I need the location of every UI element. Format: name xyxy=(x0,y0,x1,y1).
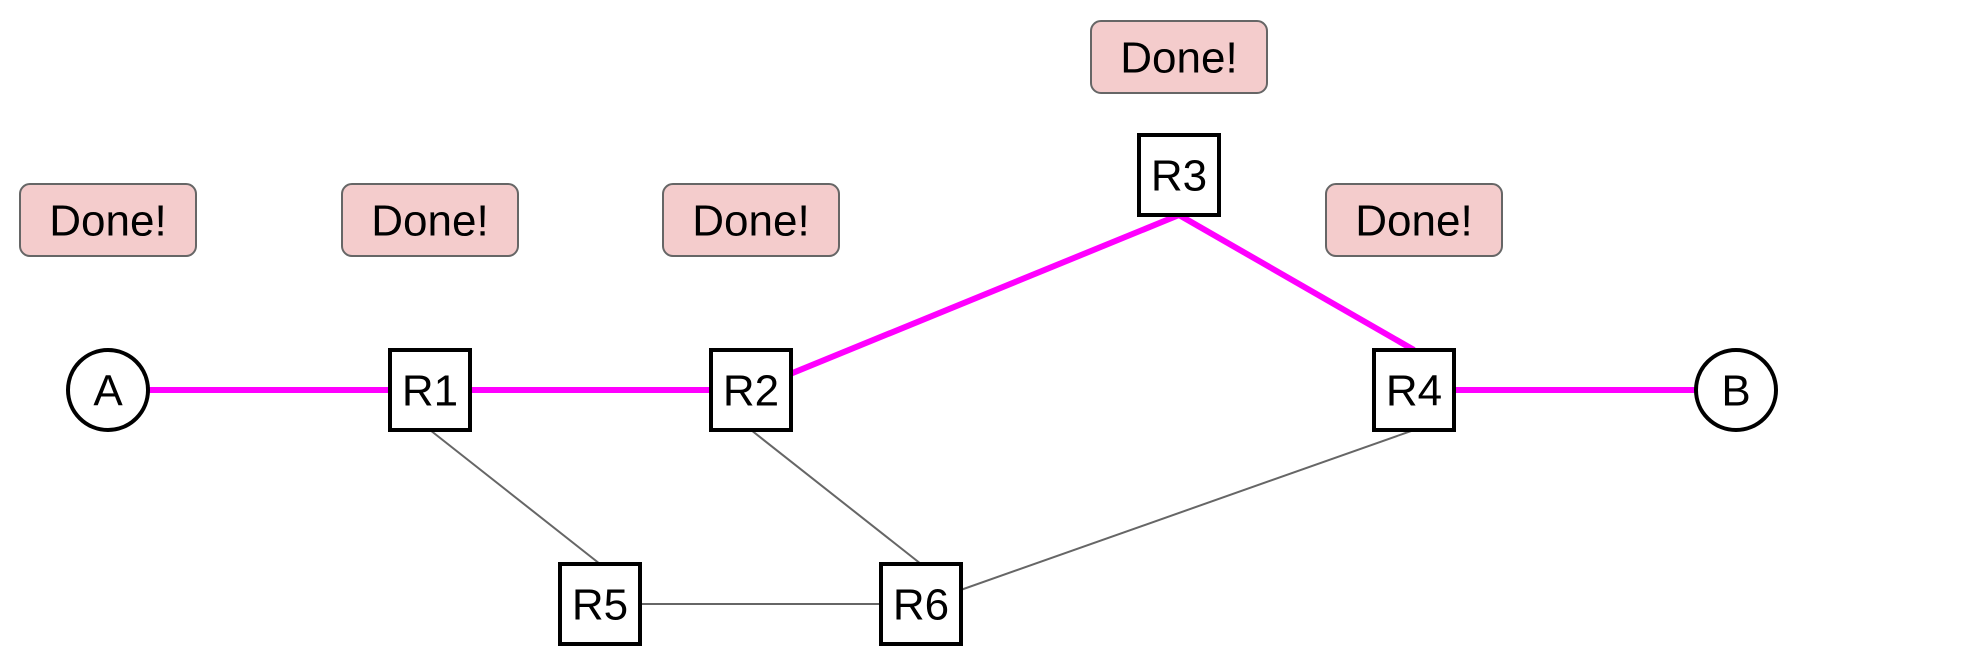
links-layer xyxy=(108,212,1736,605)
node-label: R6 xyxy=(893,581,949,630)
router-box xyxy=(388,348,472,432)
node-r2: R2 xyxy=(709,348,793,432)
status-badge-r1: Done! xyxy=(341,183,519,257)
node-label: R4 xyxy=(1386,367,1442,416)
host-circle xyxy=(66,348,150,432)
node-r3: R3 xyxy=(1137,133,1221,217)
status-box xyxy=(662,183,840,257)
link-r2-r6 xyxy=(750,429,922,565)
node-r6: R6 xyxy=(879,562,963,646)
host-circle xyxy=(1694,348,1778,432)
status-text: Done! xyxy=(49,197,166,246)
link-r2-r3 xyxy=(749,212,1181,393)
link-r6-r4 xyxy=(920,429,1415,605)
node-r1: R1 xyxy=(388,348,472,432)
status-text: Done! xyxy=(692,197,809,246)
status-box xyxy=(341,183,519,257)
status-text: Done! xyxy=(1355,197,1472,246)
status-layer: Done! Done! Done! Done! Done! xyxy=(19,20,1503,257)
status-badge-r4: Done! xyxy=(1325,183,1503,257)
router-box xyxy=(1372,348,1456,432)
node-label: R5 xyxy=(572,581,628,630)
status-box xyxy=(19,183,197,257)
node-r5: R5 xyxy=(558,562,642,646)
node-label: B xyxy=(1721,367,1750,416)
status-badge-r2: Done! xyxy=(662,183,840,257)
node-label: A xyxy=(93,367,123,416)
status-badge-a: Done! xyxy=(19,183,197,257)
node-label: R3 xyxy=(1151,152,1207,201)
status-text: Done! xyxy=(1120,34,1237,83)
node-label: R1 xyxy=(402,367,458,416)
link-r3-r4 xyxy=(1177,212,1416,353)
status-badge-r3: Done! xyxy=(1090,20,1268,94)
node-r4: R4 xyxy=(1372,348,1456,432)
node-label: R2 xyxy=(723,367,779,416)
router-box xyxy=(709,348,793,432)
link-r1-r5 xyxy=(429,429,601,565)
router-box xyxy=(558,562,642,646)
router-box xyxy=(1137,133,1221,217)
status-box xyxy=(1325,183,1503,257)
status-text: Done! xyxy=(371,197,488,246)
node-b: B xyxy=(1694,348,1778,432)
node-a: A xyxy=(66,348,150,432)
status-box xyxy=(1090,20,1268,94)
router-box xyxy=(879,562,963,646)
